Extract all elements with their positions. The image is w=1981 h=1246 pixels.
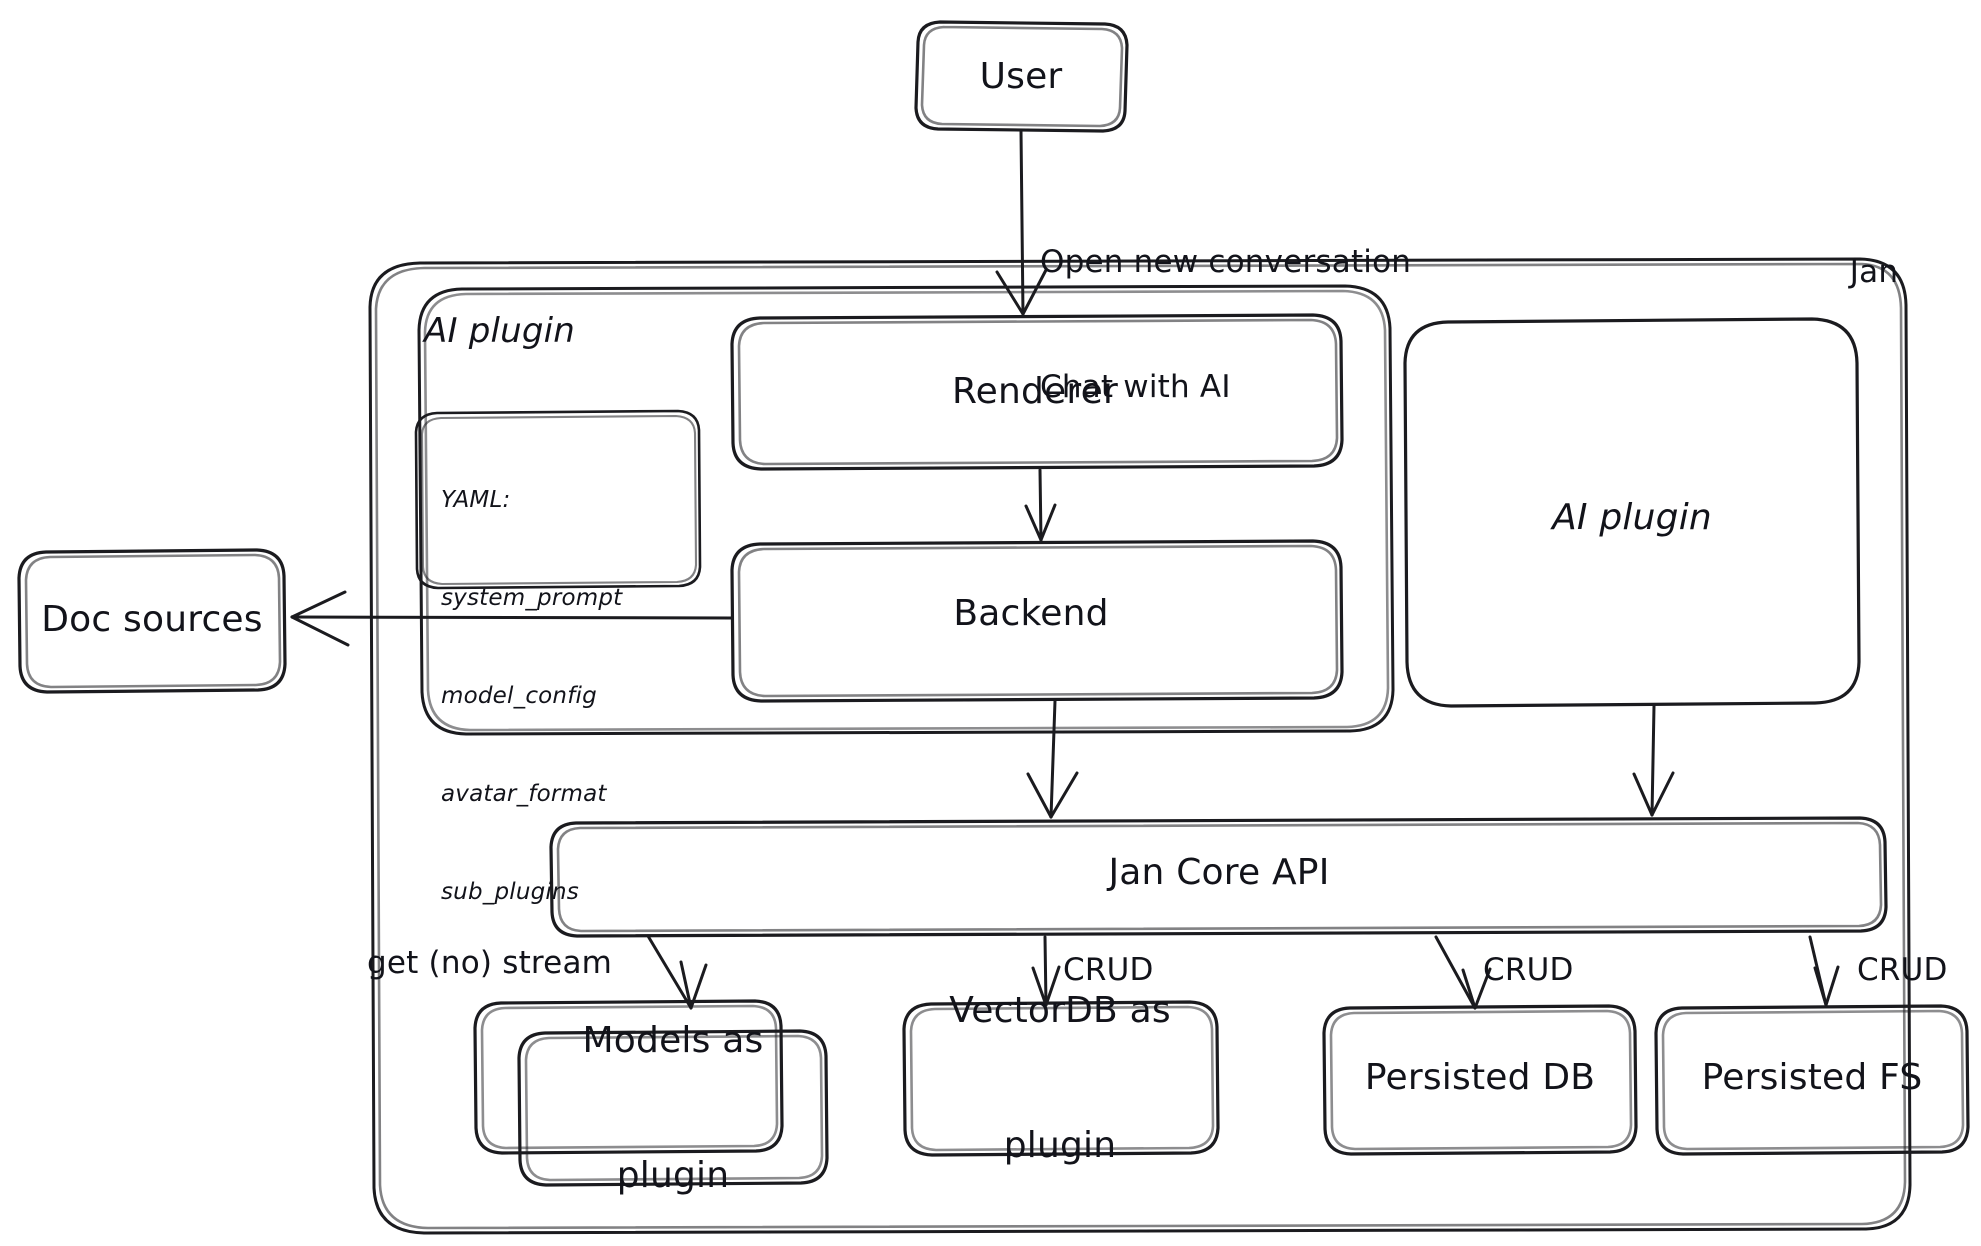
arrow-core-to-persisted-db xyxy=(1434,935,1492,1010)
edge-label-crud-persisted-db: CRUD xyxy=(1483,952,1574,988)
vectordb-line-2: plugin xyxy=(1003,1125,1117,1166)
persisted-db-label: Persisted DB xyxy=(1364,1056,1596,1098)
edge-label-user-to-renderer: Open new conversation Chat with AI xyxy=(1040,158,1411,493)
yaml-line-5: sub_plugins xyxy=(441,879,579,906)
models-plugin-line-2: plugin xyxy=(616,1155,730,1196)
jan-core-api-box-shape xyxy=(549,816,1888,938)
arrow-user-to-renderer xyxy=(995,129,1048,316)
ai-plugin-group-label: AI plugin xyxy=(424,311,576,351)
jan-core-api-label: Jan Core API xyxy=(1108,851,1330,893)
edge-label-crud-persisted-fs: CRUD xyxy=(1857,952,1948,988)
models-plugin-line-1: Models as xyxy=(582,1020,764,1061)
models-plugin-back-box-shape xyxy=(473,999,784,1155)
yaml-note: YAML: system_prompt model_config avatar_… xyxy=(441,419,622,974)
persisted-db-box-shape xyxy=(1322,1004,1638,1156)
jan-container-shape xyxy=(368,257,1912,1235)
vectordb-box-shape xyxy=(902,1000,1220,1157)
doc-sources-label: Doc sources xyxy=(41,598,263,640)
edge-label-crud-vectordb: CRUD xyxy=(1063,952,1154,988)
vectordb-plugin-label: VectorDB as plugin xyxy=(949,898,1171,1246)
ai-plugin-box-label: AI plugin xyxy=(1552,496,1712,538)
models-plugin-label: Models as plugin xyxy=(583,928,764,1246)
arrow-ai-plugin-to-core xyxy=(1632,704,1675,817)
yaml-line-2: system_prompt xyxy=(441,585,623,612)
yaml-line-4: avatar_format xyxy=(441,781,607,808)
edge-label-line-2: Chat with AI xyxy=(1040,369,1231,406)
yaml-note-shape xyxy=(414,409,702,590)
jan-container-label: Jan xyxy=(1849,254,1899,291)
edge-label-get-no-stream: get (no) stream xyxy=(367,945,613,981)
arrow-renderer-to-backend xyxy=(1024,468,1057,542)
arrow-backend-to-doc-sources xyxy=(290,590,734,647)
edge-label-line-1: Open new conversation xyxy=(1040,243,1412,280)
vectordb-line-1: VectorDB as xyxy=(949,990,1171,1031)
persisted-fs-label: Persisted FS xyxy=(1701,1056,1923,1098)
renderer-label: Renderer xyxy=(952,370,1118,412)
user-label: User xyxy=(979,55,1063,97)
arrow-backend-to-core xyxy=(1026,699,1079,819)
user-box-shape xyxy=(914,20,1129,133)
persisted-fs-box-shape xyxy=(1654,1004,1970,1156)
arrow-core-to-persisted-fs xyxy=(1808,935,1840,1007)
ai-plugin-group-shape xyxy=(417,284,1395,736)
yaml-line-3: model_config xyxy=(441,683,597,710)
ai-plugin-box-shape xyxy=(1403,317,1861,708)
arrow-core-to-models xyxy=(646,934,708,1010)
models-plugin-front-box-shape xyxy=(517,1029,829,1187)
arrow-core-to-vectordb xyxy=(1031,935,1061,1007)
backend-box-shape xyxy=(730,539,1344,703)
backend-label: Backend xyxy=(953,592,1109,634)
doc-sources-box-shape xyxy=(17,548,287,694)
yaml-line-1: YAML: xyxy=(441,487,511,514)
renderer-box-shape xyxy=(730,313,1344,471)
